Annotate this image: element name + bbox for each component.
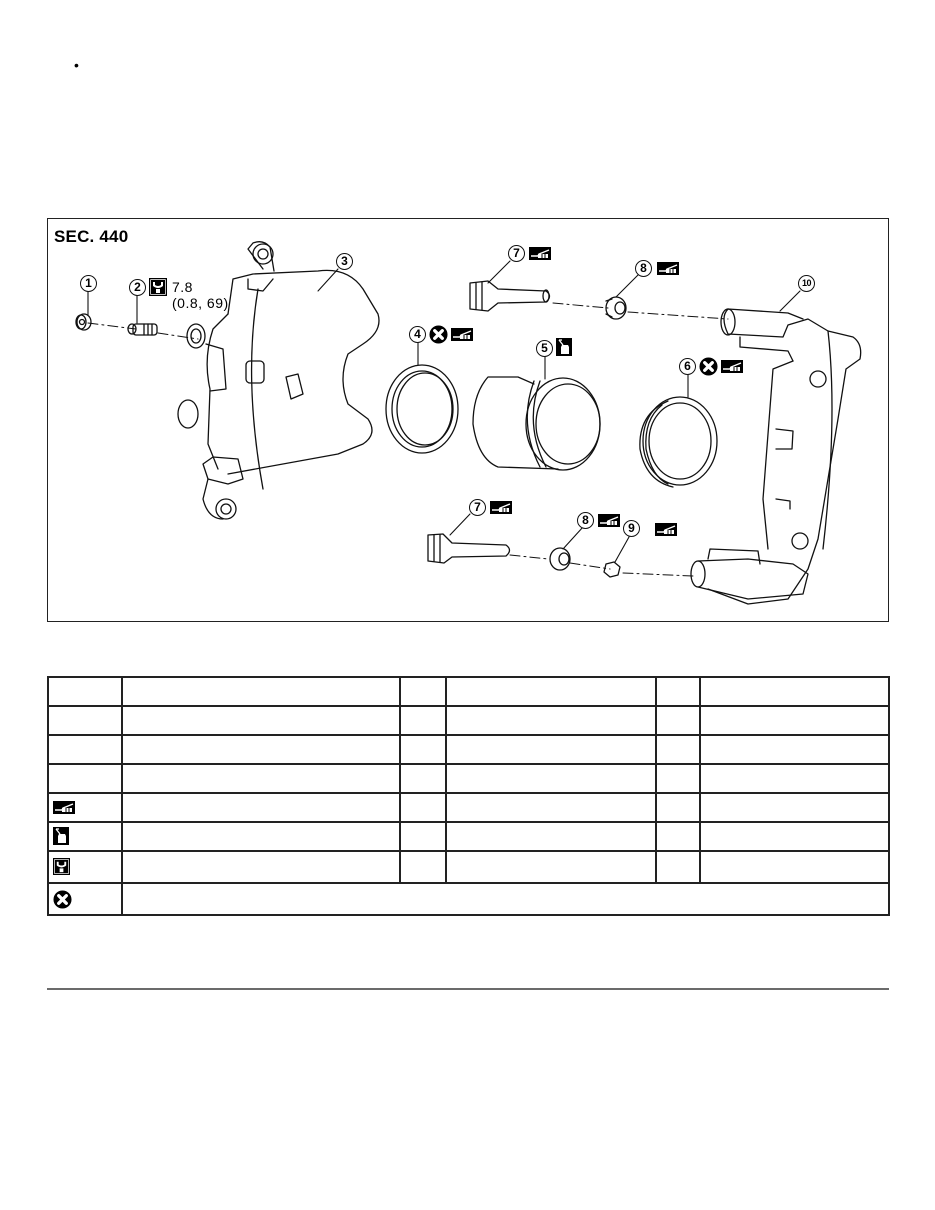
- table-cell: [445, 734, 657, 765]
- part-6-piston-boot: [639, 396, 718, 488]
- table-cell: [47, 734, 123, 765]
- table-row: [47, 763, 890, 794]
- grease-tube-icon: [490, 501, 512, 514]
- callout-10: 10: [798, 275, 815, 292]
- table-cell: [699, 763, 890, 794]
- table-cell: [121, 792, 401, 823]
- brake-fluid-oiler-icon: [556, 338, 572, 356]
- callout-2: 2: [129, 279, 146, 296]
- table-cell: [445, 676, 657, 707]
- table-row: [47, 676, 890, 707]
- part-7-sliding-pin-upper: [469, 280, 551, 312]
- legend-table: [47, 676, 890, 916]
- callout-3: 3: [336, 253, 353, 270]
- table-row: [47, 850, 890, 884]
- table-cell: [399, 763, 447, 794]
- callout-8-lower: 8: [577, 512, 594, 529]
- table-cell: [699, 676, 890, 707]
- table-cell: [699, 850, 890, 884]
- table-cell: [655, 763, 701, 794]
- grease-tube-icon: [657, 262, 679, 275]
- caliper-exploded-diagram: [75, 241, 862, 605]
- table-cell: [121, 763, 401, 794]
- table-cell: [445, 821, 657, 852]
- table-row: [47, 821, 890, 852]
- table-cell: [699, 734, 890, 765]
- callout-9: 9: [623, 520, 640, 537]
- table-cell: [399, 676, 447, 707]
- part-10-torque-member: [690, 308, 862, 605]
- torque-wrench-icon: [149, 278, 167, 296]
- part-1-cap: [75, 313, 92, 331]
- torque-alt-units: (0.8, 69): [172, 295, 229, 311]
- brake-fluid-oiler-icon: [53, 827, 69, 845]
- table-row: [47, 705, 890, 736]
- table-cell: [121, 676, 401, 707]
- table-cell: [121, 705, 401, 736]
- part-8-pin-boot-upper: [605, 296, 627, 320]
- table-cell: [399, 792, 447, 823]
- table-cell: [655, 734, 701, 765]
- callout-8-upper: 8: [635, 260, 652, 277]
- callout-4: 4: [409, 326, 426, 343]
- table-cell: [699, 821, 890, 852]
- table-cell: [399, 734, 447, 765]
- table-cell: [121, 734, 401, 765]
- torque-value: 7.8: [172, 279, 193, 295]
- table-row: [47, 734, 890, 765]
- part-5-piston: [472, 376, 601, 471]
- table-cell: [47, 676, 123, 707]
- list-bullet: •: [74, 57, 79, 73]
- part-4-piston-seal: [385, 364, 459, 454]
- table-cell: [655, 676, 701, 707]
- grease-tube-icon: [529, 247, 551, 260]
- grease-tube-icon: [655, 523, 677, 536]
- table-cell: [445, 705, 657, 736]
- table-cell: [121, 821, 401, 852]
- table-cell: [399, 705, 447, 736]
- table-cell: [655, 792, 701, 823]
- table-cell: [445, 850, 657, 884]
- table-cell: [655, 850, 701, 884]
- part-3-cylinder-body: [177, 241, 380, 520]
- do-not-reuse-icon: [53, 890, 72, 909]
- section-label: SEC. 440: [54, 227, 129, 246]
- table-cell: [655, 705, 701, 736]
- legend-icon-cell: [47, 821, 123, 852]
- section-divider: [47, 988, 889, 990]
- table-cell: [655, 821, 701, 852]
- table-cell: [399, 850, 447, 884]
- part-2-bleeder-valve: [127, 323, 158, 336]
- grease-tube-icon: [53, 801, 75, 814]
- legend-icon-cell: [47, 850, 123, 884]
- table-cell: [445, 763, 657, 794]
- table-row: [47, 882, 890, 916]
- legend-icon-cell: [47, 882, 123, 916]
- do-not-reuse-icon: [429, 325, 448, 344]
- callout-1: 1: [80, 275, 97, 292]
- table-cell: [47, 705, 123, 736]
- callout-7-lower: 7: [469, 499, 486, 516]
- exploded-view-figure: SEC. 440: [47, 218, 889, 622]
- grease-tube-icon: [598, 514, 620, 527]
- torque-wrench-icon: [53, 858, 70, 875]
- table-cell: [699, 705, 890, 736]
- do-not-reuse-icon: [699, 357, 718, 376]
- table-cell: [399, 821, 447, 852]
- legend-icon-cell: [47, 792, 123, 823]
- table-cell: [445, 792, 657, 823]
- callout-7-upper: 7: [508, 245, 525, 262]
- table-cell: [699, 792, 890, 823]
- table-cell: [121, 882, 890, 916]
- part-7-sliding-pin-lower: [427, 533, 511, 564]
- table-cell: [47, 763, 123, 794]
- callout-6: 6: [679, 358, 696, 375]
- grease-tube-icon: [451, 328, 473, 341]
- part-8-pin-boot-lower: [549, 547, 571, 571]
- callout-5: 5: [536, 340, 553, 357]
- table-cell: [121, 850, 401, 884]
- table-row: [47, 792, 890, 823]
- grease-tube-icon: [721, 360, 743, 373]
- part-9-bushing: [603, 561, 621, 578]
